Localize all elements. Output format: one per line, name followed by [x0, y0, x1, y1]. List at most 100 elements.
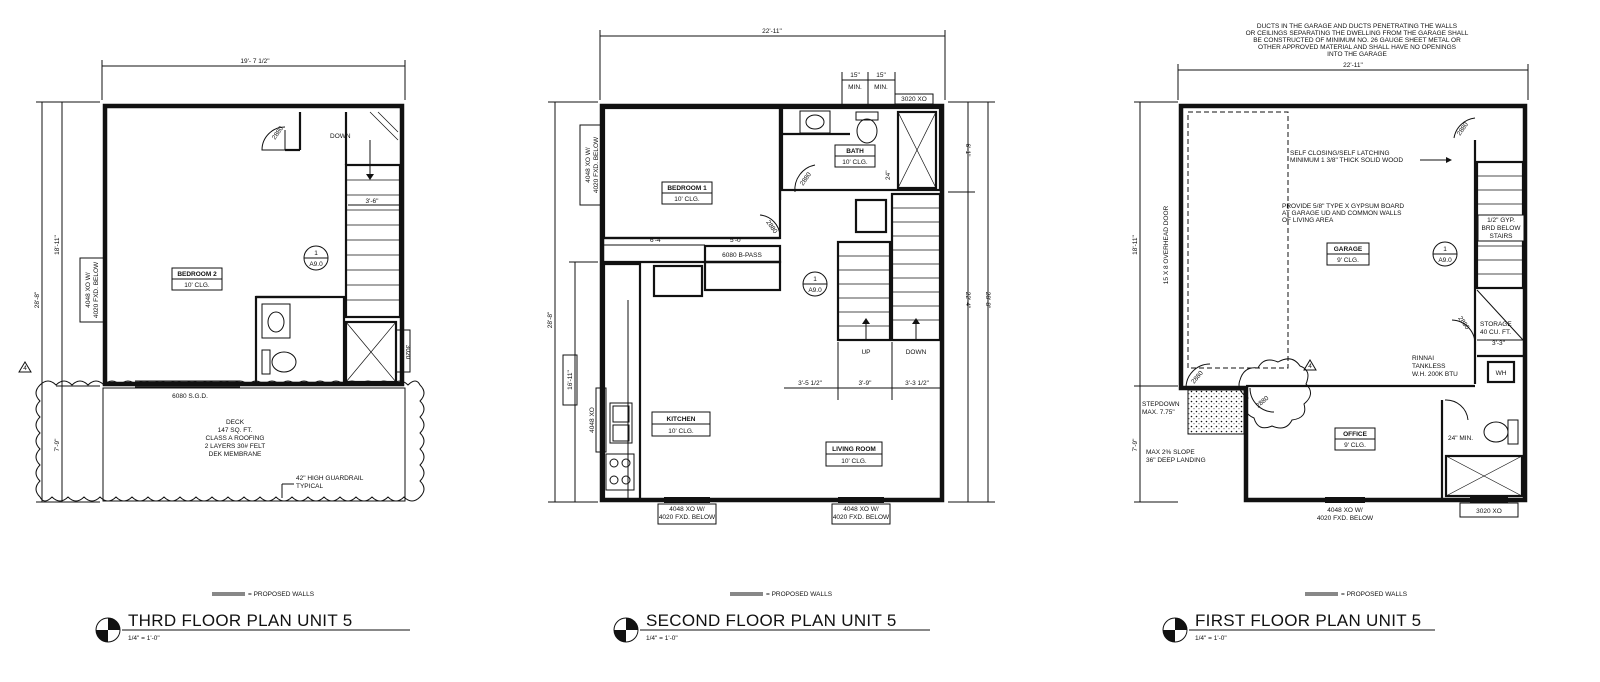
- second-section-num: 1: [813, 276, 817, 283]
- second-window-top: 3020 XO: [901, 96, 927, 103]
- first-dim-left-upper: 18'-11": [1132, 234, 1139, 254]
- second-dim-min-b: MIN.: [874, 84, 888, 91]
- first-note-1: OR CEILINGS SEPARATING THE DWELLING FROM…: [1246, 30, 1469, 37]
- second-window-kitchen: 4048 XO: [589, 407, 596, 433]
- third-dim-left-lower: 7'-9": [54, 438, 61, 452]
- third-section-num: 1: [314, 250, 318, 257]
- first-clear-min: 24" MIN.: [1448, 435, 1473, 442]
- second-dim-15a: 15": [850, 72, 860, 79]
- second-dim-bath: 24": [885, 170, 892, 180]
- third-legend: = PROPOSED WALLS: [248, 591, 315, 598]
- second-section-sheet: A9.0: [808, 287, 822, 294]
- second-bath-ceiling: 10' CLG.: [842, 159, 868, 166]
- first-door-2880b: 2880: [1456, 315, 1470, 331]
- first-door-2880a: 2880: [1456, 121, 1470, 137]
- first-gypsum-1: PROVIDE 5/8" TYPE X GYPSUM BOARD: [1282, 203, 1404, 210]
- third-window-right: 3020: [404, 345, 411, 360]
- first-wh-label: WH: [1496, 370, 1507, 377]
- second-passthru: 6080 B-PASS: [722, 252, 762, 259]
- first-office-ceiling: 9' CLG.: [1344, 442, 1366, 449]
- first-section-sheet: A9.0: [1438, 257, 1452, 264]
- first-window-bottom-1: 4048 XO W/: [1327, 507, 1363, 514]
- third-deck-3: CLASS A ROOFING: [206, 435, 265, 442]
- third-floor-plan: 19'- 7 1/2" 28'-8" 18'-11" 7'-9" 4: [18, 58, 425, 643]
- second-window-bottom-a1: 4048 XO W/: [669, 506, 705, 513]
- second-window-left-1: 4048 XO W/: [585, 147, 592, 183]
- first-legend: = PROPOSED WALLS: [1341, 591, 1408, 598]
- second-dim-bed-b: 5'-0": [730, 237, 744, 244]
- second-dim-top: 22'-11": [762, 28, 782, 35]
- first-gyp-1: 1/2" GYP.: [1487, 217, 1515, 224]
- third-guardrail-1: 42" HIGH GUARDRAIL: [296, 475, 364, 482]
- second-bath-label: BATH: [846, 148, 864, 155]
- first-slope-2: 36" DEEP LANDING: [1146, 457, 1206, 464]
- first-window-bottom-2: 4020 FXD. BELOW: [1317, 515, 1374, 522]
- third-dim-left-upper: 18'-11": [54, 234, 61, 254]
- first-self-closing-2: MINIMUM 1 3/8" THICK SOLID WOOD: [1290, 157, 1403, 164]
- second-window-bottom-a2: 4020 FXD. BELOW: [659, 514, 716, 521]
- third-deck-1: DECK: [226, 419, 245, 426]
- first-gypsum-2: AT GARAGE UD AND COMMON WALLS: [1282, 210, 1402, 217]
- second-living-label: LIVING ROOM: [832, 446, 876, 453]
- first-gyp-3: STAIRS: [1490, 233, 1514, 240]
- first-slope-1: MAX 2% SLOPE: [1146, 449, 1195, 456]
- second-kitchen-ceiling: 10' CLG.: [668, 428, 694, 435]
- first-rev-marker: 4: [1308, 363, 1312, 370]
- first-stepdown-1: STEPDOWN: [1142, 401, 1180, 408]
- second-dim-right-lower: 22'-4": [964, 292, 971, 309]
- second-dim-min-a: MIN.: [848, 84, 862, 91]
- first-plan-title: FIRST FLOOR PLAN UNIT 5: [1195, 611, 1421, 630]
- second-plan-scale: 1/4" = 1'-0": [646, 635, 678, 642]
- third-bedroom-2-label: BEDROOM 2: [177, 271, 217, 278]
- first-stepdown-2: MAX. 7.75": [1142, 409, 1175, 416]
- first-section-num: 1: [1443, 246, 1447, 253]
- second-dim-stair-c: 3'-3 1/2": [905, 380, 929, 387]
- third-dim-left-total: 28'-8": [34, 291, 41, 308]
- first-office-label: OFFICE: [1343, 431, 1367, 438]
- second-bedroom-1-label: BEDROOM 1: [667, 185, 707, 192]
- second-dim-stair-b: 3'-9": [859, 380, 873, 387]
- second-window-bottom-b2: 4020 FXD. BELOW: [833, 514, 890, 521]
- first-floor-plan: DUCTS IN THE GARAGE AND DUCTS PENETRATIN…: [1132, 23, 1529, 643]
- second-dim-15b: 15": [876, 72, 886, 79]
- second-floor-plan: 22'-11" 28'-8" 16'-11" 6'-1" 22'-4" 28'-…: [547, 28, 995, 643]
- second-dim-left-total: 28'-8": [547, 311, 554, 328]
- second-plan-title: SECOND FLOOR PLAN UNIT 5: [646, 611, 897, 630]
- first-garage-ceiling: 9' CLG.: [1337, 257, 1359, 264]
- third-down-label: DOWN: [330, 133, 351, 140]
- first-dim-top: 22'-11": [1343, 62, 1363, 69]
- first-garage-label: GARAGE: [1334, 246, 1363, 253]
- first-door-2880c: 2880: [1255, 395, 1271, 410]
- first-storage-2: 40 CU. FT.: [1480, 329, 1511, 336]
- third-dim-top: 19'- 7 1/2": [240, 58, 270, 65]
- third-deck-5: DEK MEMBRANE: [209, 451, 262, 458]
- third-window-left-1: 4048 XO W/: [85, 272, 92, 308]
- first-overhead-door: 15 X 8 OVERHEAD DOOR: [1163, 206, 1170, 285]
- first-self-closing-1: SELF CLOSING/SELF LATCHING: [1290, 150, 1390, 157]
- third-plan-title: THRD FLOOR PLAN UNIT 5: [128, 611, 353, 630]
- second-dim-right-total: 28'-8": [984, 292, 991, 309]
- second-legend: = PROPOSED WALLS: [766, 591, 833, 598]
- second-window-left-2: 4020 FXD. BELOW: [593, 136, 600, 193]
- third-stair-width: 3'-6": [366, 198, 380, 205]
- third-deck-2: 147 SQ. FT.: [218, 427, 253, 434]
- second-dim-bed-a: 6'-4": [650, 237, 664, 244]
- first-window-right: 3020 XO: [1476, 508, 1502, 515]
- first-rinnai-1: RINNAI: [1412, 355, 1434, 362]
- second-living-ceiling: 10' CLG.: [841, 458, 867, 465]
- third-bedroom-2-ceiling: 10' CLG.: [184, 282, 210, 289]
- third-rev-marker: 4: [23, 365, 27, 372]
- first-rinnai-3: W.H. 200K BTU: [1412, 371, 1458, 378]
- second-bedroom-1-ceiling: 10' CLG.: [674, 196, 700, 203]
- first-dim-left-lower: 7'-9": [1132, 438, 1139, 452]
- first-gypsum-3: OF LIVING AREA: [1282, 217, 1334, 224]
- first-note-3: OTHER APPROVED MATERIAL AND SHALL HAVE N…: [1258, 44, 1457, 51]
- first-gyp-2: BRD BELOW: [1481, 225, 1521, 232]
- first-plan-scale: 1/4" = 1'-0": [1195, 635, 1227, 642]
- third-section-sheet: A9.0: [309, 261, 323, 268]
- second-dim-stair-a: 3'-5 1/2": [798, 380, 822, 387]
- third-window-left-2: 4020 FXD. BELOW: [93, 261, 100, 318]
- second-dim-left-window: 16'-11": [567, 369, 574, 389]
- second-down-label: DOWN: [906, 349, 927, 356]
